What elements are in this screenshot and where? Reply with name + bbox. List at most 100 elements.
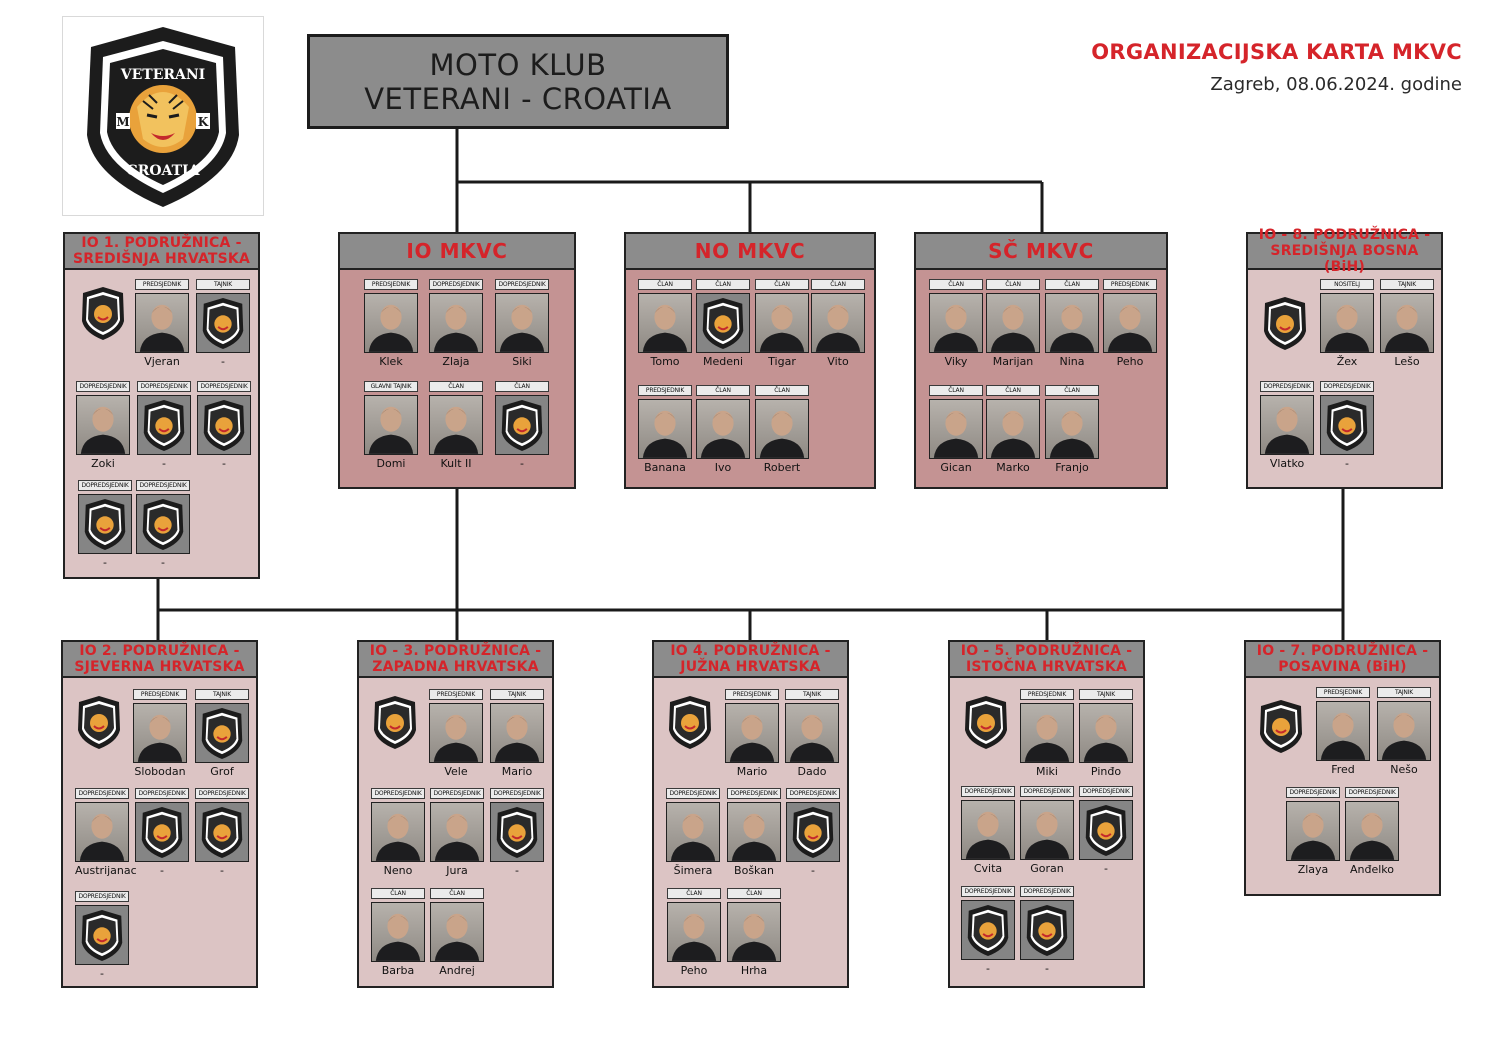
member-role: DOPREDSJEDNIK bbox=[137, 381, 191, 392]
member-name: Vjeran bbox=[144, 355, 180, 368]
member-role: DOPREDSJEDNIK bbox=[495, 279, 549, 290]
member-placeholder-badge-icon bbox=[195, 802, 249, 862]
member-placeholder-badge-icon bbox=[196, 293, 250, 353]
member-name: Vlatko bbox=[1269, 457, 1305, 470]
member-photo bbox=[638, 399, 692, 459]
chart-heading: ORGANIZACIJSKA KARTA MKVC bbox=[1091, 40, 1462, 64]
member-name: Fred bbox=[1331, 763, 1355, 776]
member-placeholder-badge-icon bbox=[136, 494, 190, 554]
member-photo bbox=[1020, 800, 1074, 860]
unit-title: IO - 5. PODRUŽNICA -ISTOČNA HRVATSKA bbox=[950, 642, 1143, 678]
member-photo bbox=[1377, 701, 1431, 761]
member-role: DOPREDSJEDNIK bbox=[1345, 787, 1399, 798]
member-photo bbox=[785, 703, 839, 763]
member-role: ČLAN bbox=[1045, 279, 1099, 290]
unit-title: IO MKVC bbox=[340, 234, 574, 270]
member-name: Pinđo bbox=[1090, 765, 1122, 778]
member-card: DOPREDSJEDNIK- bbox=[135, 788, 189, 877]
member-placeholder-badge-icon bbox=[490, 802, 544, 862]
member-name: - bbox=[515, 864, 519, 877]
member-role: DOPREDSJEDNIK bbox=[78, 480, 132, 491]
member-card: DOPREDSJEDNIK - bbox=[137, 381, 191, 470]
member-placeholder-badge-icon bbox=[137, 395, 191, 455]
member-photo bbox=[755, 293, 809, 353]
club-title-box: MOTO KLUB VETERANI - CROATIA bbox=[307, 34, 729, 129]
member-photo bbox=[490, 703, 544, 763]
member-role: NOSITELJ bbox=[1320, 279, 1374, 290]
unit-title-line1: IO - 5. PODRUŽNICA - bbox=[960, 643, 1133, 659]
member-name: - bbox=[1104, 862, 1108, 875]
member-name: Peho bbox=[680, 964, 708, 977]
unit-box-io7: IO - 7. PODRUŽNICA -POSAVINA (BiH) bbox=[1244, 640, 1441, 896]
member-role: PREDSJEDNIK bbox=[429, 689, 483, 700]
member-name: Marko bbox=[996, 461, 1030, 474]
member-card: DOPREDSJEDNIK- bbox=[961, 886, 1015, 975]
member-photo bbox=[929, 293, 983, 353]
member-photo bbox=[1260, 395, 1314, 455]
member-role: ČLAN bbox=[430, 888, 484, 899]
club-badge-icon bbox=[72, 692, 126, 752]
member-card: ČLAN- bbox=[495, 381, 549, 470]
member-role: DOPREDSJEDNIK bbox=[1020, 786, 1074, 797]
member-name: - bbox=[162, 457, 166, 470]
member-name: Siki bbox=[512, 355, 532, 368]
unit-title: NO MKVC bbox=[626, 234, 874, 270]
member-name: Tigar bbox=[768, 355, 796, 368]
unit-title-line1: IO 4. PODRUŽNICA - bbox=[670, 643, 831, 659]
member-name: Ivo bbox=[714, 461, 732, 474]
member-role: DOPREDSJEDNIK bbox=[786, 788, 840, 799]
member-photo bbox=[727, 902, 781, 962]
club-title-line1: MOTO KLUB bbox=[429, 47, 607, 82]
unit-title-line2: SJEVERNA HRVATSKA bbox=[74, 659, 245, 675]
member-card: DOPREDSJEDNIK- bbox=[490, 788, 544, 877]
member-role: DOPREDSJEDNIK bbox=[75, 788, 129, 799]
member-name: Boškan bbox=[734, 864, 774, 877]
member-role: ČLAN bbox=[429, 381, 483, 392]
member-name: Peho bbox=[1116, 355, 1144, 368]
member-photo bbox=[495, 293, 549, 353]
unit-title-line1: SČ MKVC bbox=[988, 239, 1094, 263]
member-role: ČLAN bbox=[986, 279, 1040, 290]
member-photo bbox=[371, 902, 425, 962]
member-role: TAJNIK bbox=[490, 689, 544, 700]
member-name: Franjo bbox=[1055, 461, 1089, 474]
member-role: ČLAN bbox=[811, 279, 865, 290]
member-role: PREDSJEDNIK bbox=[1103, 279, 1157, 290]
member-role: DOPREDSJEDNIK bbox=[727, 788, 781, 799]
member-photo bbox=[1020, 703, 1074, 763]
member-name: Zoki bbox=[91, 457, 115, 470]
member-card: DOPREDSJEDNIK- bbox=[78, 480, 132, 569]
logo-right-letter: K bbox=[198, 115, 209, 129]
member-role: DOPREDSJEDNIK bbox=[1260, 381, 1314, 392]
logo-top-text: VETERANI bbox=[120, 67, 205, 83]
member-card: DOPREDSJEDNIK- bbox=[75, 891, 129, 980]
member-photo bbox=[371, 802, 425, 862]
club-title-line2: VETERANI - CROATIA bbox=[364, 81, 672, 116]
member-name: Jura bbox=[446, 864, 468, 877]
member-role: ČLAN bbox=[755, 385, 809, 396]
member-name: Banana bbox=[644, 461, 686, 474]
member-role: ČLAN bbox=[371, 888, 425, 899]
member-name: Gican bbox=[940, 461, 972, 474]
member-name: Nešo bbox=[1390, 763, 1418, 776]
member-role: PREDSJEDNIK bbox=[135, 279, 189, 290]
member-role: ČLAN bbox=[929, 385, 983, 396]
member-name: - bbox=[1345, 457, 1349, 470]
member-card: DOPREDSJEDNIK- bbox=[1079, 786, 1133, 875]
member-photo bbox=[666, 802, 720, 862]
member-role: DOPREDSJEDNIK bbox=[1320, 381, 1374, 392]
club-badge-icon bbox=[368, 692, 422, 752]
member-role: DOPREDSJEDNIK bbox=[961, 886, 1015, 897]
